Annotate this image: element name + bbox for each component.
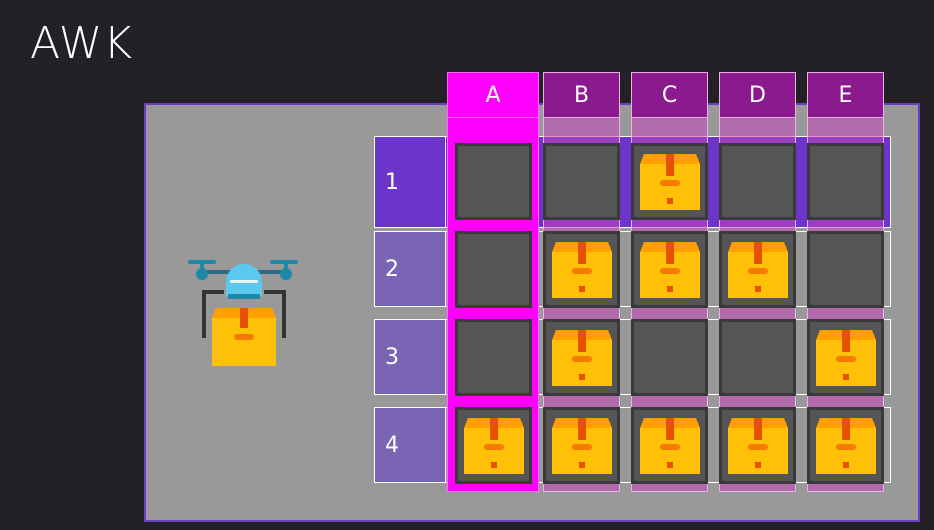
grid-cell-B3[interactable]	[543, 319, 620, 396]
package-icon	[463, 417, 524, 474]
grid-cell-B1[interactable]	[543, 143, 620, 220]
grid-cell-A4[interactable]	[455, 407, 532, 484]
row-header-1[interactable]: 1	[374, 136, 446, 228]
page-title: AWK	[30, 18, 134, 69]
grid-cell-C3[interactable]	[631, 319, 708, 396]
grid-cell-E3[interactable]	[807, 319, 884, 396]
grid-cell-C4[interactable]	[631, 407, 708, 484]
grid-cell-E4[interactable]	[807, 407, 884, 484]
package-icon	[639, 241, 700, 298]
grid-cell-D1[interactable]	[719, 143, 796, 220]
grid-cell-D2[interactable]	[719, 231, 796, 308]
column-header-C[interactable]: C	[631, 72, 708, 118]
column-header-E[interactable]: E	[807, 72, 884, 118]
package-icon	[727, 417, 788, 474]
column-header-B[interactable]: B	[543, 72, 620, 118]
package-icon	[727, 241, 788, 298]
grid-cell-C2[interactable]	[631, 231, 708, 308]
row-header-4[interactable]: 4	[374, 407, 446, 483]
row-header-2[interactable]: 2	[374, 231, 446, 307]
column-header-D[interactable]: D	[719, 72, 796, 118]
grid-cell-A1[interactable]	[455, 143, 532, 220]
grid-cell-D4[interactable]	[719, 407, 796, 484]
grid-cell-C1[interactable]	[631, 143, 708, 220]
grid-cell-B4[interactable]	[543, 407, 620, 484]
grid-cell-E2[interactable]	[807, 231, 884, 308]
row-header-3[interactable]: 3	[374, 319, 446, 395]
grid-cell-A2[interactable]	[455, 231, 532, 308]
drone-icon	[188, 260, 298, 366]
package-icon	[639, 417, 700, 474]
grid-cell-B2[interactable]	[543, 231, 620, 308]
grid-cell-A3[interactable]	[455, 319, 532, 396]
column-header-A[interactable]: A	[447, 72, 539, 118]
grid-cell-D3[interactable]	[719, 319, 796, 396]
package-icon	[815, 329, 876, 386]
package-icon	[551, 241, 612, 298]
package-icon	[551, 417, 612, 474]
package-icon	[815, 417, 876, 474]
package-icon	[551, 329, 612, 386]
grid-cell-E1[interactable]	[807, 143, 884, 220]
package-icon	[639, 153, 700, 210]
